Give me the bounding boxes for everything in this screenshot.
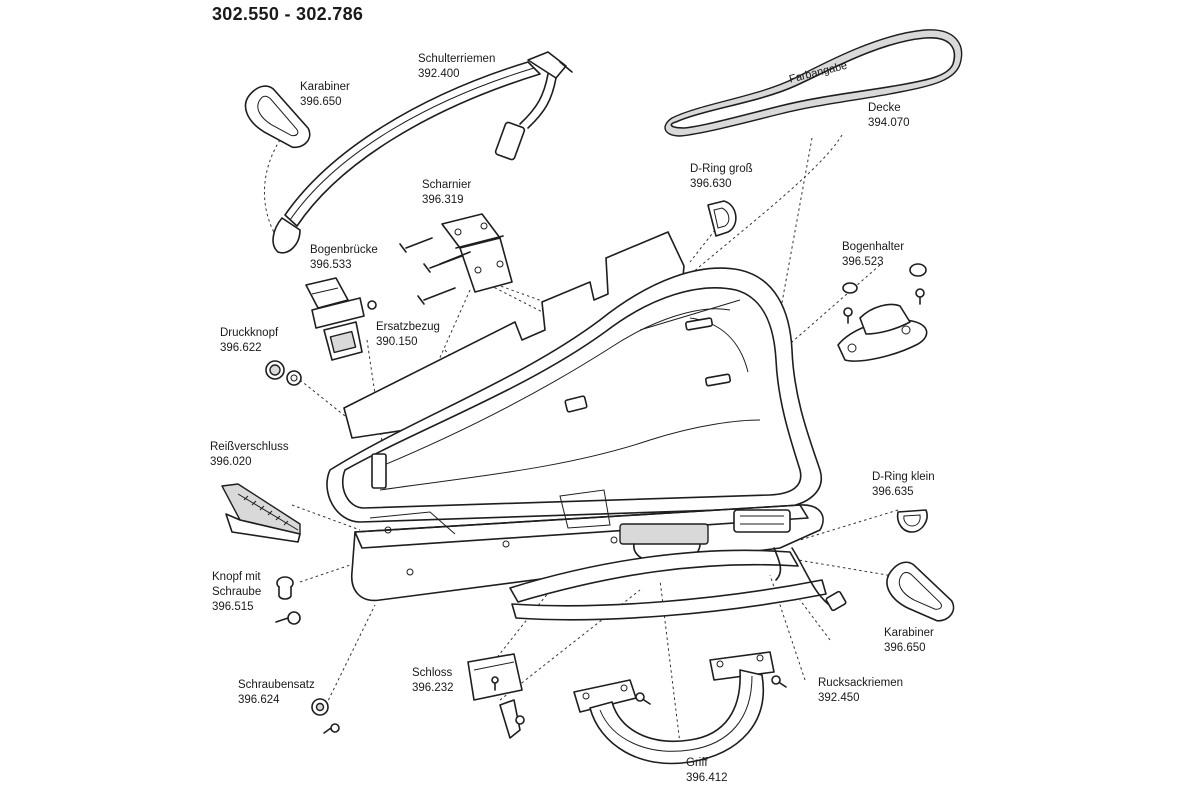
bow-holder-icon [837, 263, 928, 362]
bow-bridge-icon [305, 277, 377, 361]
part-number: 396.635 [872, 486, 914, 498]
label-karabiner-top: Karabiner 396.650 [300, 80, 350, 110]
hinge-icon [399, 213, 513, 305]
part-name: Ersatzbezug [376, 321, 440, 333]
part-number: 396.533 [310, 259, 352, 271]
part-number: 396.630 [690, 178, 732, 190]
label-griff: Griff 396.412 [686, 756, 728, 786]
label-druckknopf: Druckknopf 396.622 [220, 326, 278, 356]
part-number: 396.523 [842, 256, 884, 268]
label-knopf-mit-schraube: Knopf mit Schraube 396.515 [212, 570, 261, 615]
label-karabiner-bottom: Karabiner 396.650 [884, 626, 934, 656]
part-number: 396.515 [212, 601, 254, 613]
handle-icon [573, 651, 787, 765]
part-number: 396.650 [884, 642, 926, 654]
part-name: Schulterriemen [418, 53, 496, 65]
part-number: 396.020 [210, 456, 252, 468]
case-cover-icon [664, 29, 963, 137]
violin-case-icon [326, 267, 847, 621]
part-name: Bogenbrücke [310, 244, 378, 256]
screw-set-icon [311, 698, 340, 734]
part-name: Karabiner [884, 627, 934, 639]
label-d-ring-gross: D-Ring groß 396.630 [690, 162, 753, 192]
d-ring-small-icon [896, 509, 928, 533]
part-name: D-Ring klein [872, 471, 935, 483]
part-name: D-Ring groß [690, 163, 753, 175]
part-name: Druckknopf [220, 327, 279, 339]
label-schloss: Schloss 396.232 [412, 666, 454, 696]
part-number: 396.622 [220, 342, 262, 354]
part-name: Bogenhalter [842, 241, 905, 253]
label-reissverschluss: Reißverschluss 396.020 [210, 440, 289, 470]
snap-button-icon [265, 360, 302, 386]
part-number: 396.412 [686, 772, 728, 784]
carabiner-top-icon [244, 85, 311, 149]
part-name: Rucksackriemen [818, 677, 903, 689]
button-with-screw-icon [275, 576, 301, 625]
lock-icon [467, 653, 525, 739]
carabiner-bottom-icon [886, 561, 955, 622]
part-number: 396.624 [238, 694, 280, 706]
part-number: 390.150 [376, 336, 418, 348]
part-name: Karabiner [300, 81, 350, 93]
part-number: 396.650 [300, 96, 342, 108]
part-number: 392.450 [818, 692, 860, 704]
part-name: Knopf mit [212, 571, 261, 583]
label-rucksackriemen: Rucksackriemen 392.450 [818, 676, 903, 706]
label-scharnier: Scharnier 396.319 [422, 178, 471, 208]
part-name: Scharnier [422, 179, 472, 191]
label-schulterriemen: Schulterriemen 392.400 [418, 52, 495, 82]
part-number: 396.319 [422, 194, 464, 206]
part-name: Reißverschluss [210, 441, 289, 453]
zipper-icon [221, 483, 301, 543]
part-name: Griff [686, 757, 708, 769]
label-bogenbruecke: Bogenbrücke 396.533 [310, 243, 378, 273]
shoulder-strap-icon [272, 51, 573, 254]
label-bogenhalter: Bogenhalter 396.523 [842, 240, 904, 270]
label-decke: Decke 394.070 [868, 101, 910, 131]
diagram-title: 302.550 - 302.786 [212, 4, 364, 24]
part-name-line2: Schraube [212, 586, 262, 598]
label-ersatzbezug: Ersatzbezug 390.150 [376, 320, 440, 350]
label-d-ring-klein: D-Ring klein 396.635 [872, 470, 935, 500]
part-name: Decke [868, 102, 901, 114]
d-ring-large-icon [707, 200, 737, 237]
label-schraubensatz: Schraubensatz 396.624 [238, 678, 315, 708]
part-number: 394.070 [868, 117, 910, 129]
part-name: Schraubensatz [238, 679, 315, 691]
part-number: 392.400 [418, 68, 460, 80]
part-name: Schloss [412, 667, 453, 679]
part-number: 396.232 [412, 682, 454, 694]
